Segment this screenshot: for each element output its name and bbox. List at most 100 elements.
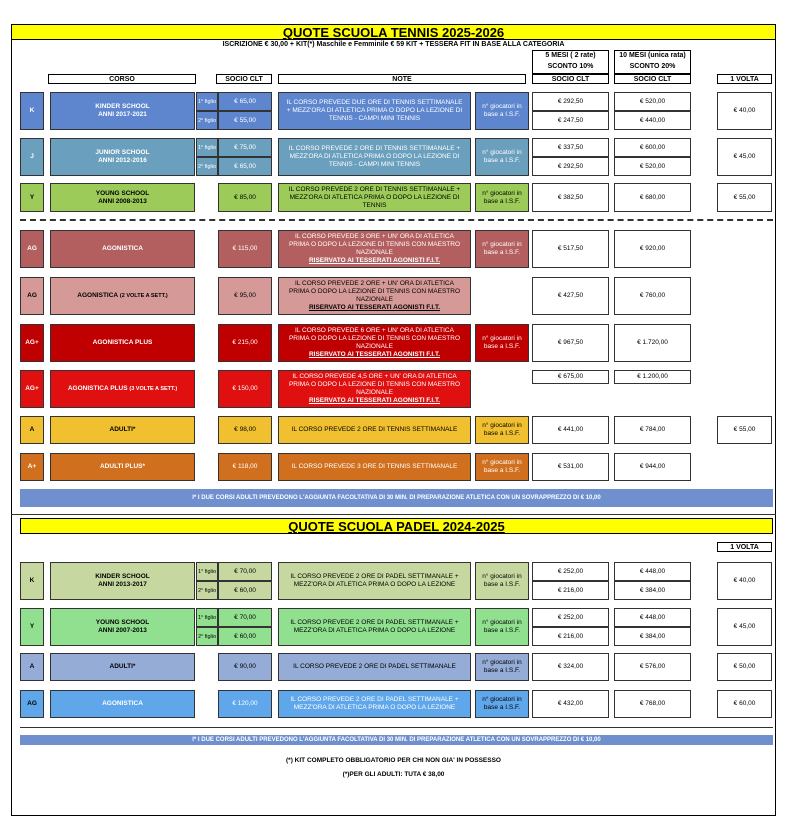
padel-y-5m-a: € 252,00: [532, 608, 609, 627]
row-k-code: K: [20, 92, 44, 130]
padel-a-name: ADULTI*: [50, 653, 195, 681]
padel-a-5m: € 324,00: [532, 653, 609, 681]
padel-k-10m-a: € 448,00: [614, 562, 691, 581]
row-ag2-price: € 95,00: [218, 277, 272, 315]
row-ag2-5m: € 427,50: [532, 277, 609, 315]
row-y-5m: € 382,50: [532, 183, 609, 212]
row-k-years: ANNI 2017-2021: [98, 111, 147, 118]
row-k-name-label: KINDER SCHOOL: [95, 103, 150, 110]
row-ap-price: € 118,00: [218, 453, 272, 481]
row-y-giocatori: n° giocatori in base a I.S.F.: [475, 183, 529, 212]
row-ap-note: IL CORSO PREVEDE 3 ORE DI TENNIS SETTIMA…: [278, 453, 471, 481]
row-ag-giocatori: n° giocatori in base a I.S.F.: [475, 230, 529, 268]
padel-footnote: I* I DUE CORSI ADULTI PREVEDONO L'AGGIUN…: [20, 735, 773, 745]
padel-y-10m-a: € 448,00: [614, 608, 691, 627]
row-j-name: JUNIOR SCHOOL ANNI 2012-2016: [50, 138, 195, 176]
padel-k-figlio1: 1° figlio: [196, 562, 218, 581]
padel-y-name: YOUNG SCHOOL ANNI 2007-2013: [50, 608, 195, 646]
tennis-subtitle: ISCRIZIONE € 30,00 + KIT(*) Maschile e F…: [222, 41, 565, 48]
row-k-giocatori: n° giocatori in base a I.S.F.: [475, 92, 529, 130]
row-j-volta: € 45,00: [717, 138, 772, 176]
padel-y-price1: € 70,00: [218, 608, 272, 627]
padel-k-price2: € 60,00: [218, 581, 272, 600]
row-j-figlio2: 2° figlio: [196, 157, 218, 176]
row-ag2-name-label: AGONISTICA: [77, 292, 119, 299]
row-y-years: ANNI 2008-2013: [98, 197, 147, 205]
row-k-price2: € 55,00: [218, 111, 272, 130]
header-10-mesi: 10 MESI (unica rata) SCONTO 20%: [614, 50, 691, 74]
padel-k-name: KINDER SCHOOL ANNI 2013-2017: [50, 562, 195, 600]
col-corso: CORSO: [48, 74, 196, 84]
row-agp-10m: € 1.720,00: [614, 324, 691, 362]
row-agp3-5m: € 675,00: [532, 370, 609, 384]
padel-k-note: IL CORSO PREVEDE 2 ORE DI PADEL SETTIMAN…: [278, 562, 471, 600]
row-agp-5m: € 967,50: [532, 324, 609, 362]
padel-y-years: ANNI 2007-2013: [98, 627, 147, 634]
row-agp3-10m: € 1.200,00: [614, 370, 691, 384]
padel-ag-name: AGONISTICA: [50, 690, 195, 718]
padel-k-name-label: KINDER SCHOOL: [95, 573, 150, 580]
row-agp3-code: AG+: [20, 370, 44, 408]
row-agp3-note: IL CORSO PREVEDE 4,5 ORE + UN' ORA DI AT…: [278, 370, 471, 408]
padel-k-years: ANNI 2013-2017: [98, 581, 147, 588]
padel-ag-note: IL CORSO PREVEDE 2 ORE DI PADEL SETTIMAN…: [278, 690, 471, 718]
row-a-price: € 98,00: [218, 416, 272, 444]
header-5-mesi: 5 MESI ( 2 rate) SCONTO 10%: [532, 50, 609, 74]
row-agp3-name-small: (3 VOLTE A SETT.): [129, 386, 178, 392]
row-ag-5m: € 517,50: [532, 230, 609, 268]
row-ag2-code: AG: [20, 277, 44, 315]
row-agp-note: IL CORSO PREVEDE 6 ORE + UN' ORA DI ATLE…: [278, 324, 471, 362]
tennis-title: QUOTE SCUOLA TENNIS 2025-2026: [11, 24, 776, 40]
header-5-mesi-sconto: SCONTO 10%: [547, 63, 594, 70]
row-ag2-note-underline: RISERVATO AI TESSERATI AGONISTI F.I.T.: [308, 304, 441, 311]
row-ap-giocatori: n° giocatori in base a I.S.F.: [475, 453, 529, 481]
col-1-volta: 1 VOLTA: [717, 74, 772, 84]
row-ap-5m: € 531,00: [532, 453, 609, 481]
row-a-volta: € 55,00: [717, 416, 772, 444]
row-ag-10m: € 920,00: [614, 230, 691, 268]
row-ag-code: AG: [20, 230, 44, 268]
row-j-price2: € 65,00: [218, 157, 272, 176]
col-note: NOTE: [278, 74, 526, 84]
row-ag-note-underline: RISERVATO AI TESSERATI AGONISTI F.I.T.: [308, 257, 441, 264]
padel-ag-price: € 120,00: [218, 690, 272, 718]
row-agp3-note-text: IL CORSO PREVEDE 4,5 ORE + UN' ORA DI AT…: [288, 373, 461, 396]
row-a-note: IL CORSO PREVEDE 2 ORE DI TENNIS SETTIMA…: [278, 416, 471, 444]
row-agp-code: AG+: [20, 324, 44, 362]
row-agp3-price: € 150,00: [218, 370, 272, 408]
col-socio-clt-5m: SOCIO CLT: [532, 74, 609, 84]
row-k-name: KINDER SCHOOL ANNI 2017-2021: [50, 92, 195, 130]
padel-ag-volta: € 60,00: [717, 690, 772, 718]
row-j-5m-b: € 292,50: [532, 157, 609, 176]
row-ap-10m: € 944,00: [614, 453, 691, 481]
padel-k-5m-b: € 216,00: [532, 581, 609, 600]
row-ap-name: ADULTI PLUS*: [50, 453, 195, 481]
padel-y-giocatori: n° giocatori in base a I.S.F.: [475, 608, 529, 646]
padel-a-price: € 90,00: [218, 653, 272, 681]
row-k-10m-b: € 440,00: [614, 111, 691, 130]
padel-separator: [20, 727, 773, 728]
header-10-mesi-sconto: SCONTO 20%: [629, 63, 676, 70]
padel-ag-code: AG: [20, 690, 44, 718]
row-j-name-label: JUNIOR SCHOOL: [95, 149, 150, 156]
col-socio-clt: SOCIO CLT: [216, 74, 272, 84]
padel-ag-10m: € 768,00: [614, 690, 691, 718]
padel-a-10m: € 576,00: [614, 653, 691, 681]
row-k-figlio2: 2° figlio: [196, 111, 218, 130]
row-agp3-name: AGONISTICA PLUS (3 VOLTE A SETT.): [50, 370, 195, 408]
padel-k-5m-a: € 252,00: [532, 562, 609, 581]
row-j-5m-a: € 337,50: [532, 138, 609, 157]
row-j-giocatori: n° giocatori in base a I.S.F.: [475, 138, 529, 176]
row-k-5m-a: € 292,50: [532, 92, 609, 111]
row-j-note: IL CORSO PREVEDE 2 ORE DI TENNIS SETTIMA…: [278, 138, 471, 176]
row-agp-note-text: IL CORSO PREVEDE 6 ORE + UN' ORA DI ATLE…: [288, 327, 461, 350]
padel-a-volta: € 50,00: [717, 653, 772, 681]
padel-a-giocatori: n° giocatori in base a I.S.F.: [475, 653, 529, 681]
padel-k-code: K: [20, 562, 44, 600]
header-10-mesi-label: 10 MESI (unica rata): [619, 52, 686, 59]
padel-k-volta: € 40,00: [717, 562, 772, 600]
row-ag2-note-text: IL CORSO PREVEDE 2 ORE + UN' ORA DI ATLE…: [288, 280, 461, 303]
col-socio-clt-10m: SOCIO CLT: [614, 74, 691, 84]
padel-a-note: IL CORSO PREVEDE 2 ORE DI PADEL SETTIMAN…: [278, 653, 471, 681]
padel-y-figlio2: 2° figlio: [196, 627, 218, 646]
